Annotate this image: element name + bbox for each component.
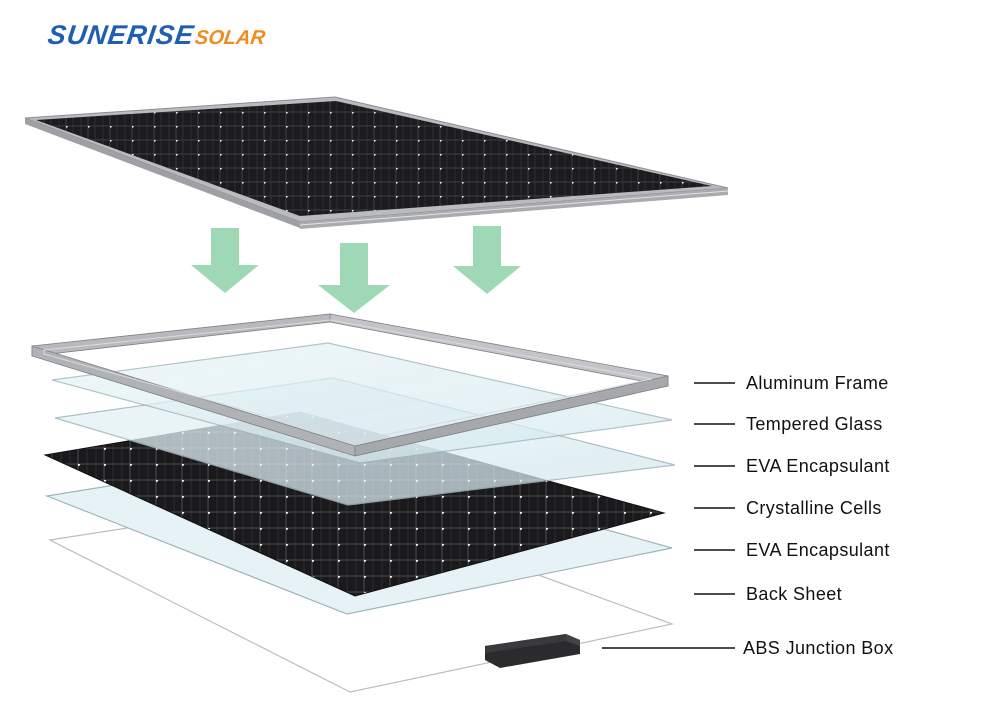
label-eva-encapsulant-upper: EVA Encapsulant [746,456,890,476]
assembly-arrows [191,226,521,313]
assembled-panel [24,96,729,229]
tempered-glass-layer [51,342,673,464]
down-arrow-icon [318,243,390,313]
label-crystalline-cells: Crystalline Cells [746,498,882,518]
down-arrow-icon [191,228,259,293]
aluminum-frame-layer [31,313,669,457]
label-abs-junction-box: ABS Junction Box [743,638,893,658]
label-back-sheet: Back Sheet [746,584,842,604]
junction-box [485,634,580,668]
label-eva-encapsulant-lower: EVA Encapsulant [746,540,890,560]
layer-labels: Aluminum Frame Tempered Glass EVA Encaps… [602,373,893,658]
down-arrow-icon [453,226,521,294]
label-tempered-glass: Tempered Glass [746,414,883,434]
label-aluminum-frame: Aluminum Frame [746,373,889,393]
